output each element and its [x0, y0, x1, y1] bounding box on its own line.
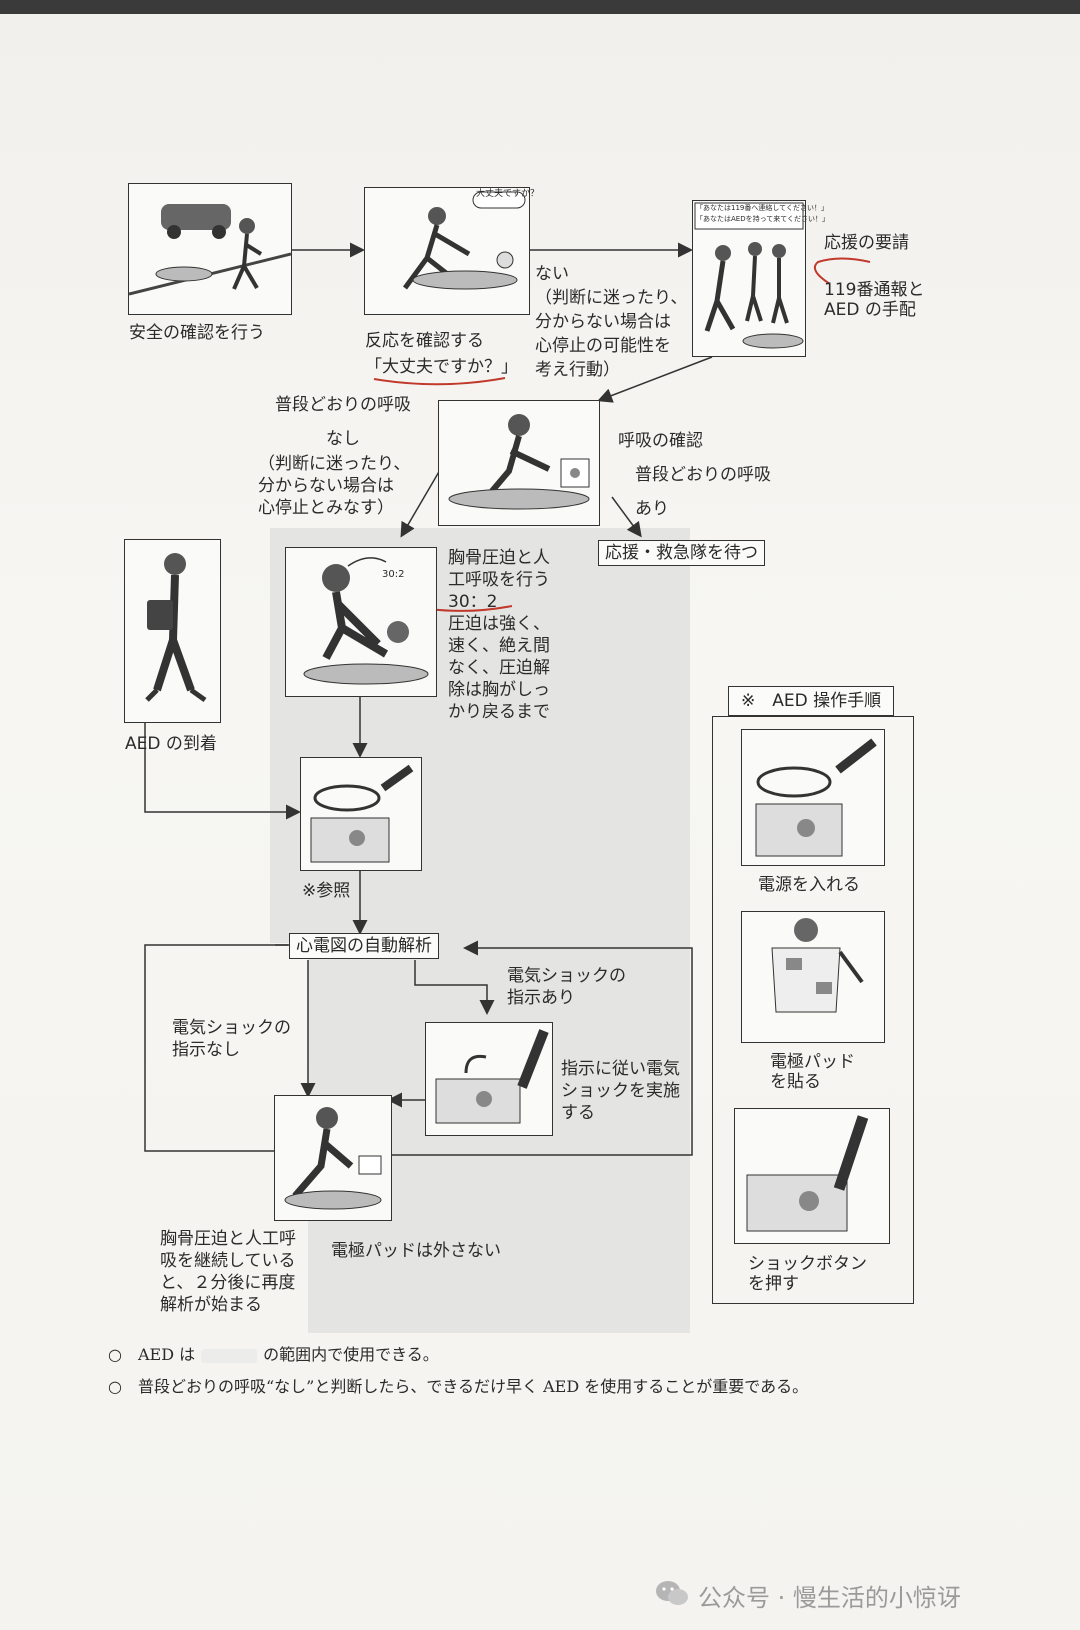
normal-breath-none: 普段どおりの呼吸 なし — [275, 388, 411, 456]
aed-arrival-label: AED の到着 — [125, 733, 217, 755]
help-title: 応援の要請 — [824, 232, 909, 254]
wait-for-help-box: 応援・救急隊を待つ — [598, 540, 765, 566]
response-check-label: 反応を確認する — [365, 330, 484, 352]
note-1: ○ AED はの範囲内で使用できる。 — [108, 1344, 439, 1366]
cpr-illustration — [285, 547, 437, 697]
ecg-analysis-box: 心電図の自動解析 — [289, 933, 439, 959]
continue-cpr-text: 胸骨圧迫と人工呼 吸を継続している と、２分後に再度 解析が始まる — [160, 1228, 296, 1316]
cpr-text: 胸骨圧迫と人 工呼吸を行う 30：2 圧迫は強く、 速く、絶え間 なく、圧迫解 … — [448, 547, 550, 723]
breath-check-text: 呼吸の確認 普段どおりの呼吸 あり — [618, 424, 771, 526]
no-response-text: ない （判断に迷ったり、 分からない場合は 心停止の可能性を 考え行動） — [535, 262, 687, 382]
keep-pads-text: 電極パッドは外さない — [331, 1240, 501, 1262]
note-1-end: の範囲内で使用できる。 — [263, 1345, 439, 1364]
procedure-step-1: 電源を入れる — [758, 874, 860, 896]
continue-cpr-illustration — [274, 1095, 392, 1221]
breathing-check-illustration — [438, 400, 600, 526]
no-shock-text: 電気ショックの 指示なし — [172, 1017, 291, 1061]
redacted-text — [201, 1349, 257, 1363]
safety-check-illustration — [128, 183, 292, 315]
attach-pads-illustration — [741, 911, 885, 1043]
watermark-text: 公众号 · 慢生活的小惊讶 — [698, 1578, 961, 1613]
safety-label: 安全の確認を行う — [129, 322, 265, 344]
procedure-step-2: 電極パッド を貼る — [770, 1052, 855, 1092]
note-2-text: 普段どおりの呼吸“なし”と判断したら、できるだけ早く AED を使用することが重… — [138, 1377, 808, 1396]
press-shock-button-illustration — [734, 1108, 890, 1244]
shock-indicated-text: 電気ショックの 指示あり — [507, 965, 626, 1009]
reference-label: ※参照 — [302, 880, 350, 902]
response-check-illustration — [364, 187, 530, 315]
note-1-start: AED は — [138, 1345, 195, 1364]
wechat-icon — [655, 1578, 689, 1608]
help-detail: 119番通報と AED の手配 — [824, 280, 924, 320]
help-bubble-2: 「あなたはAEDを持って来てください！」 — [696, 214, 829, 224]
shock-delivery-illustration — [425, 1022, 553, 1136]
note-2: ○ 普段どおりの呼吸“なし”と判断したら、できるだけ早く AED を使用すること… — [108, 1376, 808, 1398]
aed-procedure-title: ※ AED 操作手順 — [728, 686, 894, 716]
judge-none-text: （判断に迷ったり、 分からない場合は 心停止とみなす） — [258, 453, 410, 519]
aed-device-illustration — [300, 757, 422, 871]
procedure-step-3: ショックボタン を押す — [748, 1254, 867, 1294]
aed-arrival-illustration — [124, 539, 221, 723]
cpr-ratio-label: 30:2 — [382, 564, 404, 585]
ask-label: 「大丈夫ですか？」 — [365, 356, 518, 378]
shock-instruction-text: 指示に従い電気 ショックを実施 する — [561, 1058, 680, 1124]
help-bubble-1: 「あなたは119番へ連絡してください！」 — [696, 203, 828, 213]
power-on-illustration — [741, 729, 885, 866]
speech-bubble-text: 大丈夫ですか？ — [476, 187, 539, 201]
